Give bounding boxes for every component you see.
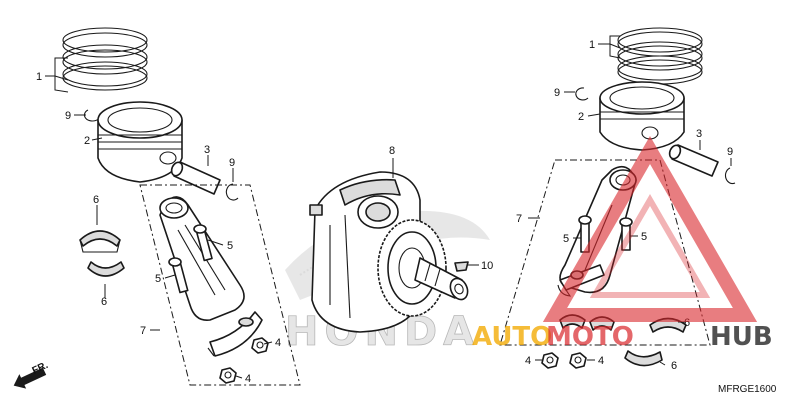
callout-left-piston-rings[interactable]: 1 bbox=[36, 71, 42, 83]
left-bearing-bottom[interactable] bbox=[87, 261, 125, 277]
callout-left-nut-b[interactable]: 4 bbox=[245, 373, 251, 385]
left-rod-nut-a[interactable] bbox=[251, 337, 269, 354]
callout-right-bolt-a[interactable]: 5 bbox=[563, 233, 569, 245]
right-piston-pin-clip[interactable] bbox=[575, 87, 589, 101]
right-piston-pin[interactable] bbox=[668, 144, 719, 177]
left-bearing-top[interactable] bbox=[79, 230, 121, 253]
right-piston-rings[interactable] bbox=[617, 27, 703, 85]
left-rod-bolt-b[interactable] bbox=[168, 257, 189, 294]
callout-right-piston-rings[interactable]: 1 bbox=[589, 39, 595, 51]
callout-crankshaft[interactable]: 8 bbox=[389, 145, 395, 157]
callout-left-bolt-a[interactable]: 5 bbox=[227, 240, 233, 252]
right-bearing-bottom[interactable] bbox=[624, 350, 663, 367]
left-piston-pin[interactable] bbox=[170, 161, 221, 195]
front-indicator-text: FR. bbox=[31, 360, 50, 377]
left-piston[interactable] bbox=[97, 101, 183, 183]
callout-right-clip-top[interactable]: 9 bbox=[554, 87, 560, 99]
right-rod-nut-b[interactable] bbox=[569, 352, 587, 369]
left-connecting-rod[interactable] bbox=[159, 196, 245, 322]
right-piston[interactable] bbox=[599, 81, 685, 151]
callout-right-nut-b[interactable]: 4 bbox=[598, 355, 604, 367]
woodruff-key[interactable] bbox=[454, 261, 469, 272]
callout-left-nut-a[interactable]: 4 bbox=[275, 337, 281, 349]
callout-right-bearing-bottom[interactable]: 6 bbox=[671, 360, 677, 372]
left-rod-group-box bbox=[139, 184, 301, 386]
front-direction-arrow bbox=[13, 367, 47, 389]
watermark-text-hub: HUB bbox=[710, 322, 773, 352]
callout-left-bearing-top[interactable]: 6 bbox=[93, 194, 99, 206]
callout-left-rod-group[interactable]: 7 bbox=[140, 325, 146, 337]
callout-left-clip-pin[interactable]: 9 bbox=[229, 157, 235, 169]
callout-right-clip-pin[interactable]: 9 bbox=[727, 146, 733, 158]
left-piston-rings[interactable] bbox=[62, 27, 148, 91]
callout-left-bearing-bottom[interactable]: 6 bbox=[101, 296, 107, 308]
callout-key[interactable]: 10 bbox=[481, 260, 493, 272]
callout-labels: 1 9 2 3 9 6 5 5 6 7 4 4 8 10 1 9 2 3 9 7… bbox=[36, 39, 733, 385]
right-rod-group-box bbox=[499, 159, 711, 346]
callout-left-pin[interactable]: 3 bbox=[204, 144, 210, 156]
callout-right-piston[interactable]: 2 bbox=[578, 111, 584, 123]
callout-left-clip-top[interactable]: 9 bbox=[65, 110, 71, 122]
right-rod-bolt-b[interactable] bbox=[619, 217, 633, 251]
left-rod-bolt-a[interactable] bbox=[193, 224, 213, 262]
right-pin-clip[interactable] bbox=[724, 167, 736, 185]
callout-right-bearing-top[interactable]: 6 bbox=[684, 317, 690, 329]
watermark-text-moto: MOTO bbox=[546, 322, 634, 352]
left-rod-cap[interactable] bbox=[207, 311, 263, 357]
callout-left-bolt-b[interactable]: 5 bbox=[155, 273, 161, 285]
watermark-text-auto: AUTO bbox=[472, 322, 552, 352]
callout-right-bolt-b[interactable]: 5 bbox=[641, 231, 647, 243]
right-rod-nut-a[interactable] bbox=[541, 352, 559, 369]
left-pin-clip[interactable] bbox=[225, 183, 239, 201]
left-rod-nut-b[interactable] bbox=[219, 367, 237, 384]
callout-right-rod-group[interactable]: 7 bbox=[516, 213, 522, 225]
diagram-code: MFRGE1600 bbox=[718, 384, 777, 395]
callout-left-piston[interactable]: 2 bbox=[84, 135, 90, 147]
watermark-logo bbox=[542, 135, 758, 322]
callout-right-nut-a[interactable]: 4 bbox=[525, 355, 531, 367]
callout-right-pin[interactable]: 3 bbox=[696, 128, 702, 140]
crankshaft[interactable] bbox=[309, 171, 471, 333]
